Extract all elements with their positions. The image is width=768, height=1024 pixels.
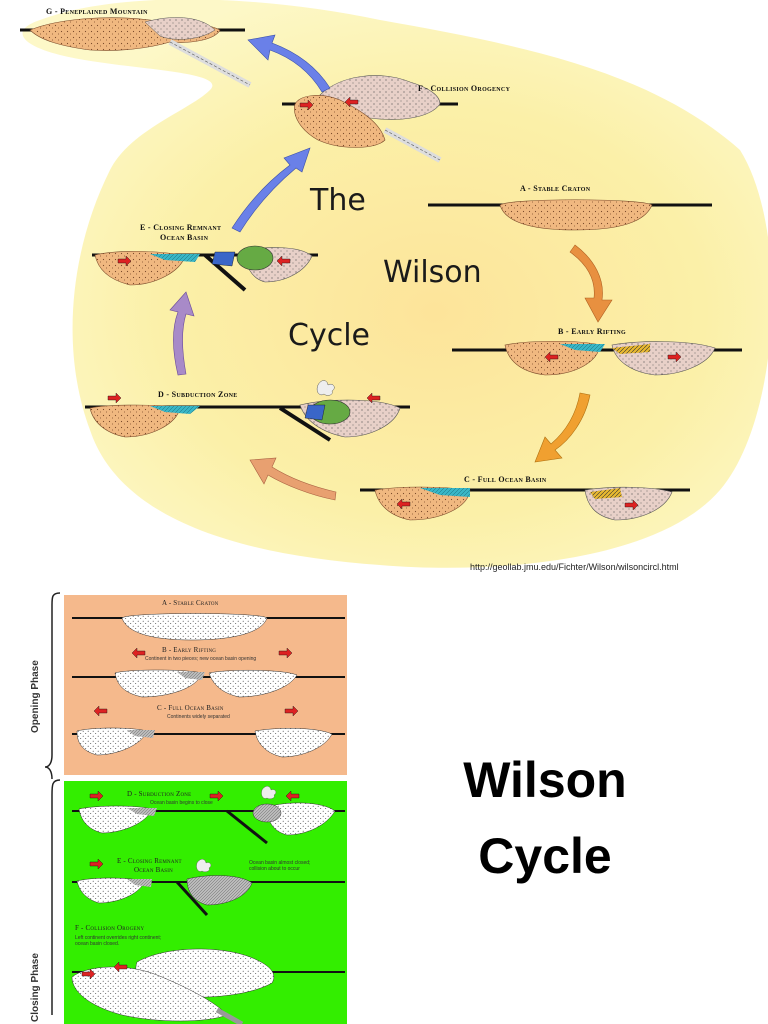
- stage-b-label: B - Early Rifting: [558, 327, 627, 336]
- lower-stage-b-label: B - Early Rifting: [162, 646, 217, 654]
- lower-stage-c-label: C - Full Ocean Basin: [157, 704, 224, 712]
- stage-f: [282, 75, 458, 163]
- stage-e-label-line1: E - Closing Remnant: [140, 223, 222, 232]
- lower-stage-f-note-1: Left continent overrides right continent…: [75, 935, 162, 941]
- lower-stage-a-label: A - Stable Craton: [162, 599, 219, 607]
- source-url: http://geollab.jmu.edu/Fichter/Wilson/wi…: [470, 562, 679, 572]
- lower-stage-c-note: Continents widely separated: [167, 714, 230, 720]
- stage-g: [20, 17, 252, 88]
- stage-g-label: G - Peneplained Mountain: [46, 7, 148, 16]
- stage-c: [360, 486, 690, 521]
- stage-d-label: D - Subduction Zone: [158, 390, 238, 399]
- lower-stage-e-note-1: Ocean basin almost closed;: [249, 860, 311, 866]
- arrow-a-to-b: [569, 244, 613, 323]
- stage-d: [85, 380, 410, 442]
- arrow-d-to-e: [169, 291, 195, 376]
- push-arrow-left: [344, 96, 359, 108]
- arrow-f-to-g: [247, 34, 331, 93]
- lower-stage-e-label-line2: Ocean Basin: [134, 866, 173, 874]
- title-the: The: [310, 183, 366, 218]
- stage-a-label: A - Stable Craton: [520, 184, 591, 193]
- lower-stage-drawings: [71, 613, 345, 1024]
- lower-stage-e-note-2: collision about to occur: [249, 866, 300, 872]
- stage-f-label: F - Collision Orogency: [418, 84, 511, 93]
- background-halo: [22, 0, 768, 568]
- lower-stage-f-label: F - Collision Orogeny: [75, 924, 145, 932]
- stage-c-label: C - Full Ocean Basin: [464, 475, 547, 484]
- stage-b: [452, 340, 742, 376]
- side-title-wilson: Wilson: [463, 752, 627, 808]
- push-arrow-right: [299, 99, 314, 111]
- lower-stage-d-label: D - Subduction Zone: [127, 790, 192, 798]
- lower-stage-e-label-line1: E - Closing Remnant: [117, 857, 182, 865]
- lower-stage-b-note: Continent in two pieces; new ocean basin…: [145, 656, 257, 662]
- wilson-cycle-diagram: [20, 0, 768, 568]
- arrow-c-to-d: [249, 457, 337, 501]
- lower-stage-d-note: Ocean basin begins to close: [150, 800, 213, 806]
- title-cycle: Cycle: [288, 318, 370, 353]
- side-title-cycle: Cycle: [478, 828, 612, 884]
- phase-brackets: [44, 592, 61, 1015]
- arrow-e-to-f: [231, 147, 311, 233]
- arrow-b-to-c: [534, 392, 591, 463]
- stage-e: [92, 245, 318, 292]
- title-wilson: Wilson: [383, 255, 482, 290]
- cycle-arrows: [169, 34, 613, 501]
- stage-e-label-line2: Ocean Basin: [160, 233, 209, 242]
- lower-diagram: Opening Phase Closing Phase: [27, 585, 349, 1024]
- stage-a: [428, 199, 712, 231]
- lower-stage-f-note-2: ocean basin closed.: [75, 941, 120, 947]
- volcano-smoke: [316, 380, 335, 396]
